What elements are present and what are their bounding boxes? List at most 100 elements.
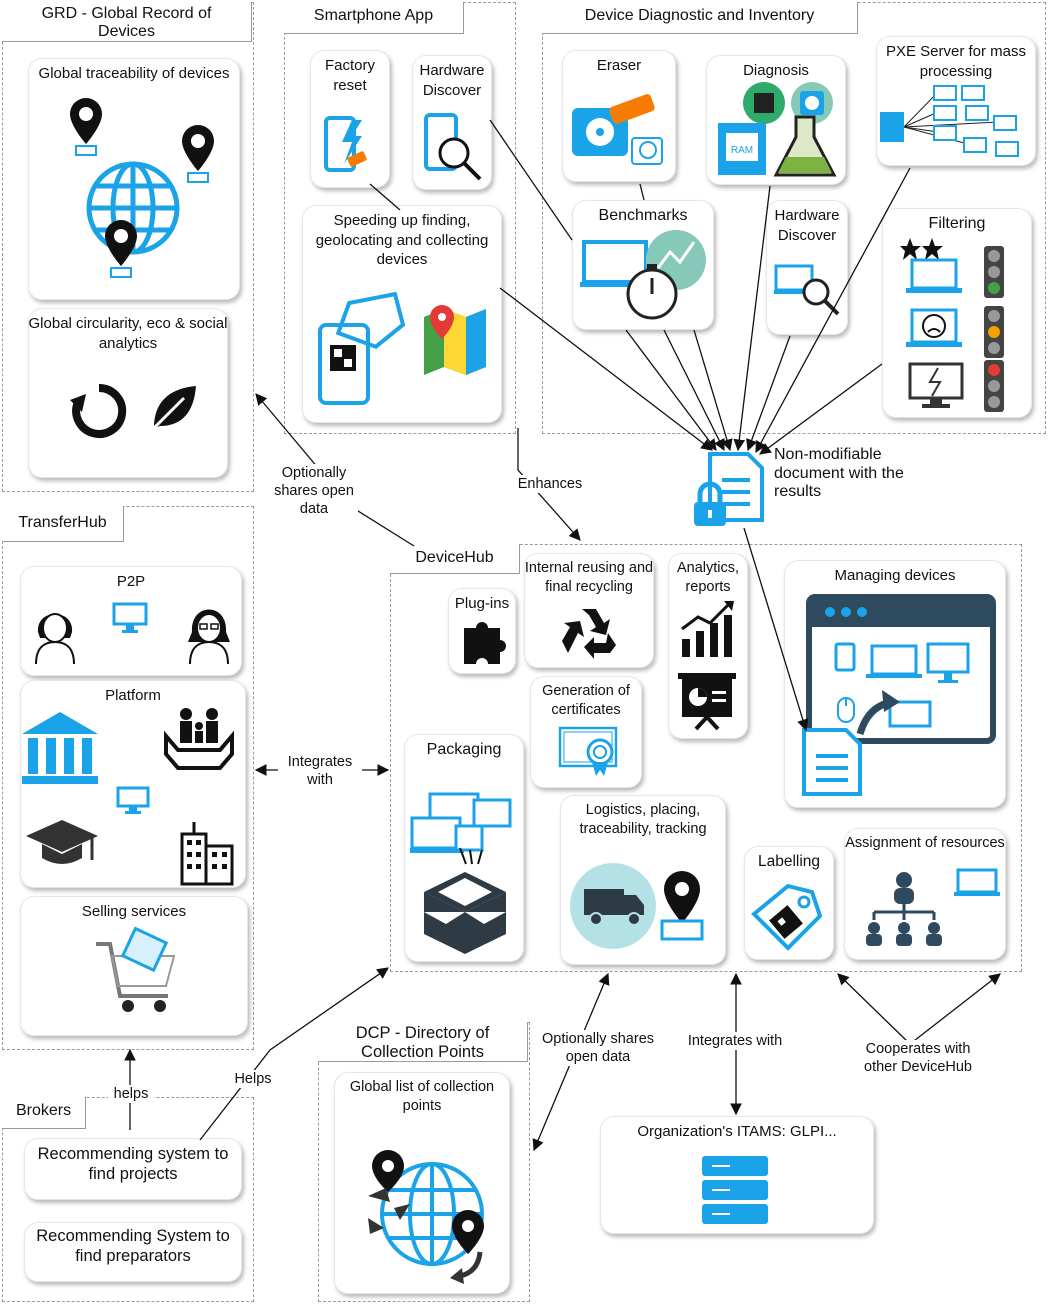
group-grd: GRD - Global Record of Devices — [2, 2, 254, 492]
person-icon — [35, 613, 75, 665]
card-managing-devices[interactable]: Managing devices — [784, 560, 1006, 808]
family-icon — [164, 708, 234, 770]
network-icon — [880, 85, 1019, 157]
group-smartphone-title: Smartphone App — [284, 2, 464, 34]
card-global-traceability[interactable]: Global traceability of devices — [28, 58, 240, 300]
chip-icon — [743, 82, 785, 124]
card-label: Global list of collection points — [349, 1079, 495, 1114]
globe-icon — [368, 1150, 484, 1284]
card-label: P2P — [116, 573, 146, 590]
bar-chart-icon — [681, 601, 734, 657]
graduation-cap-icon — [26, 820, 98, 864]
map-pin-icon — [660, 871, 704, 941]
card-filtering[interactable]: Filtering — [882, 208, 1032, 418]
map-pin-icon — [70, 98, 102, 156]
group-brokers-title: Brokers — [2, 1097, 86, 1129]
org-chart-icon — [866, 872, 942, 946]
phone-icon — [324, 116, 367, 172]
laptop-icon — [906, 258, 962, 293]
browser-window-icon — [806, 594, 996, 744]
eraser-icon — [572, 94, 663, 165]
card-label: Global traceability of devices — [38, 65, 230, 82]
traffic-light-icon — [984, 306, 1004, 358]
map-icon — [424, 305, 486, 375]
card-diagnosis[interactable]: Diagnosis RAM — [706, 55, 846, 185]
card-packaging[interactable]: Packaging — [404, 734, 524, 962]
card-reusing-recycling[interactable]: Internal reusing and final recycling — [524, 553, 654, 668]
group-devicehub: DeviceHub — [390, 544, 1022, 972]
recycle-icon — [562, 609, 616, 659]
group-smartphone: Smartphone App — [284, 2, 516, 434]
edge-label-cooperates: Cooperates with other DeviceHub — [850, 1040, 986, 1077]
flask-icon — [773, 115, 837, 177]
card-label: Hardware Discover — [419, 62, 485, 99]
card-speeding-up[interactable]: Speeding up finding, geolocating and col… — [302, 205, 502, 423]
card-label: Eraser — [596, 57, 642, 74]
map-pin-icon — [182, 125, 214, 183]
card-label: Generation of certificates — [542, 683, 630, 718]
edge-label-integrates-with: Integrates with — [278, 753, 362, 790]
broken-monitor-icon — [908, 362, 964, 408]
mouse-icon — [837, 697, 855, 723]
card-label: Diagnosis — [743, 62, 809, 79]
edge-label-optionally-shares: Optionally shares open data — [270, 464, 358, 519]
map-pin-icon — [105, 220, 137, 278]
card-eraser[interactable]: Eraser — [562, 50, 676, 182]
card-label: Labelling — [757, 853, 821, 870]
card-global-list[interactable]: Global list of collection points — [334, 1072, 510, 1294]
card-plugins[interactable]: Plug-ins — [448, 588, 516, 674]
cart-icon — [96, 926, 176, 1012]
card-label: Organization's ITAMS: GLPI... — [637, 1123, 837, 1140]
person-icon — [188, 609, 230, 665]
traffic-light-icon — [984, 246, 1004, 298]
laptop-icon — [112, 602, 148, 633]
magnifier-icon — [424, 113, 482, 181]
card-recommending-projects[interactable]: Recommending system to find projects — [24, 1138, 242, 1200]
card-labelling[interactable]: Labelling — [744, 846, 834, 960]
card-logistics[interactable]: Logistics, placing, traceability, tracki… — [560, 795, 726, 965]
ram-text: RAM — [731, 145, 753, 156]
card-factory-reset[interactable]: Factory reset — [310, 50, 390, 188]
card-label: Recommending System to find preparators — [36, 1227, 230, 1266]
keyboard-icon — [410, 792, 512, 865]
card-p2p[interactable]: P2P — [20, 566, 242, 676]
card-label: Benchmarks — [598, 207, 688, 224]
card-hardware-discover-diag[interactable]: Hardware Discover — [766, 200, 848, 335]
label-icon — [751, 883, 823, 951]
server-icon — [702, 1156, 768, 1224]
group-dcp-title: DCP - Directory of Collection Points — [318, 1022, 528, 1062]
sad-face-icon — [906, 308, 962, 347]
group-devicehub-title: DeviceHub — [390, 544, 520, 574]
card-selling-services[interactable]: Selling services — [20, 896, 248, 1036]
card-benchmarks[interactable]: Benchmarks — [572, 200, 714, 330]
bank-icon — [22, 712, 98, 784]
lock-icon — [694, 481, 726, 526]
card-label: Hardware Discover — [774, 207, 840, 244]
magnifier-icon — [774, 264, 840, 316]
box-icon — [424, 872, 506, 954]
traffic-light-icon — [984, 360, 1004, 412]
card-generation-certificates[interactable]: Generation of certificates — [530, 676, 642, 788]
document-label: Non-modifiable document with the results — [774, 446, 914, 503]
card-label: Internal reusing and final recycling — [524, 560, 654, 595]
card-recommending-preparators[interactable]: Recommending System to find preparators — [24, 1222, 242, 1282]
edge-label-optionally-shares: Optionally shares open data — [530, 1030, 666, 1067]
card-hardware-discover-phone[interactable]: Hardware Discover — [412, 55, 492, 190]
card-analytics-reports[interactable]: Analytics, reports — [668, 553, 748, 739]
card-label: Managing devices — [834, 567, 956, 584]
card-label: Plug-ins — [454, 595, 510, 612]
card-platform[interactable]: Platform — [20, 680, 246, 888]
leaf-icon — [152, 386, 196, 430]
group-diagnostic-title: Device Diagnostic and Inventory — [542, 2, 858, 34]
card-label: Recommending system to find projects — [37, 1145, 229, 1184]
card-label: Filtering — [928, 215, 986, 232]
card-itams[interactable]: Organization's ITAMS: GLPI... — [600, 1116, 874, 1234]
card-global-analytics[interactable]: Global circularity, eco & social analyti… — [28, 308, 228, 478]
card-label: Assignment of resources — [845, 835, 1005, 851]
card-pxe[interactable]: PXE Server for mass processing — [876, 36, 1036, 166]
card-label: Packaging — [426, 741, 502, 758]
edge-cooperates — [837, 973, 1001, 1045]
card-label: Speeding up finding, geolocating and col… — [315, 212, 489, 268]
laptop-icon — [954, 868, 1000, 896]
card-assignment-resources[interactable]: Assignment of resources — [844, 828, 1006, 960]
